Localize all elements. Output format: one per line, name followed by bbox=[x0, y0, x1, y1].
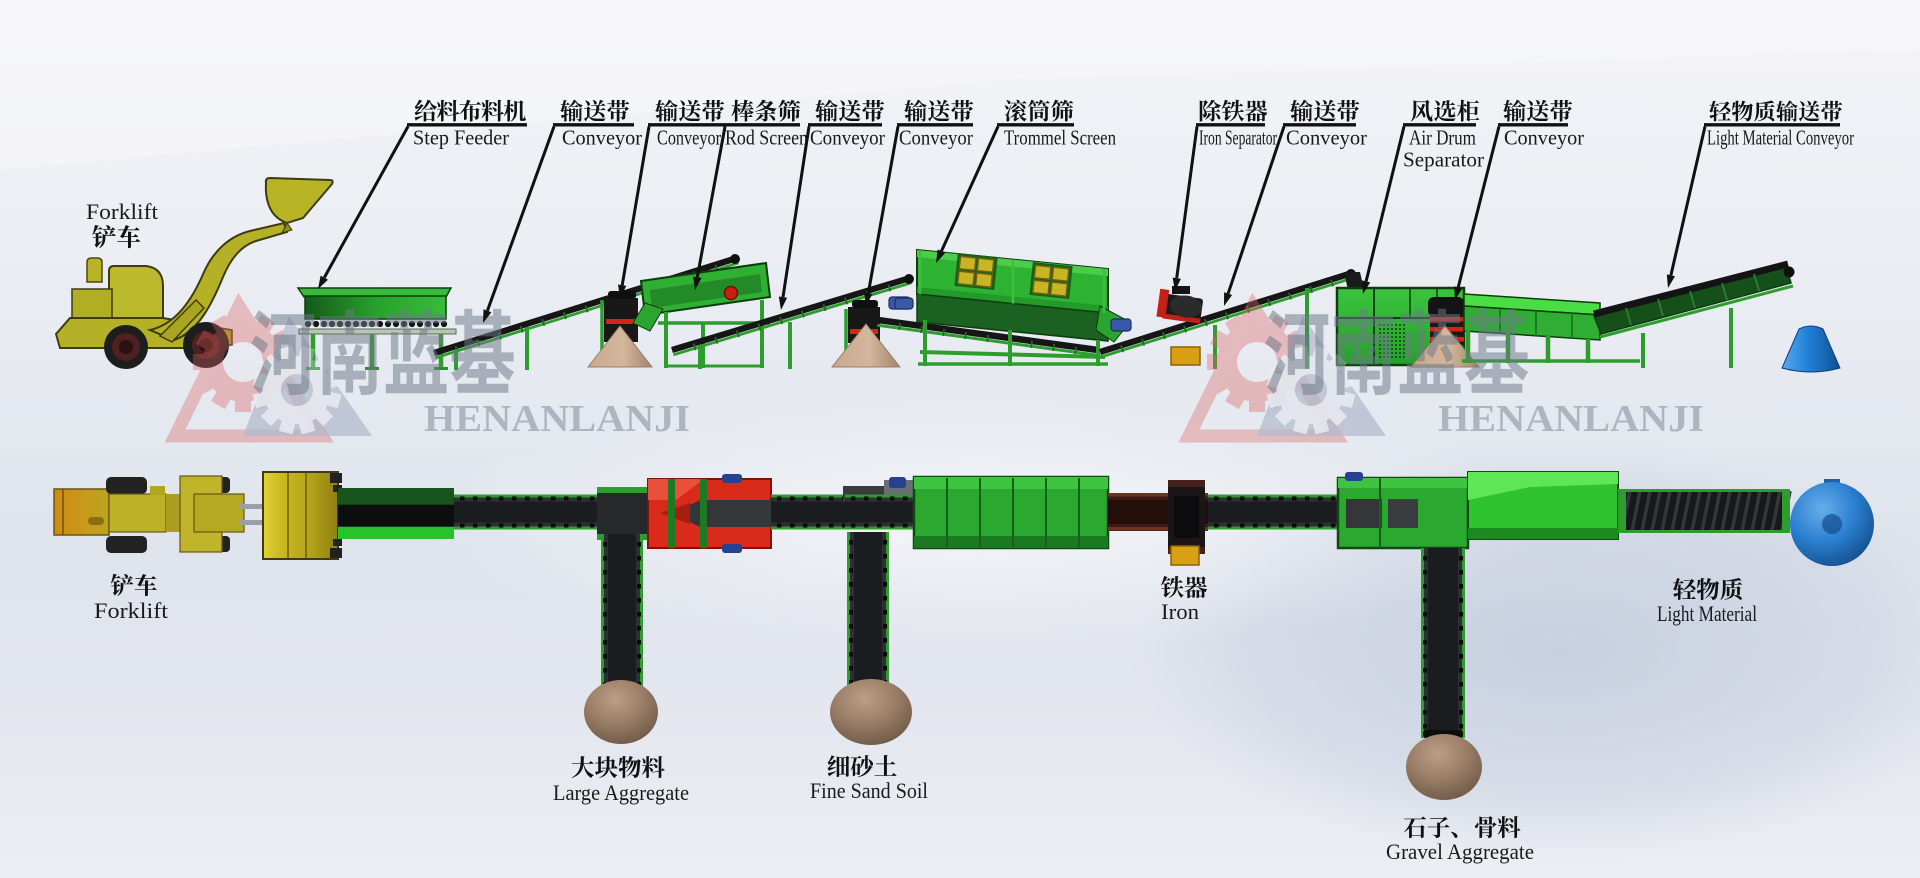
svg-text:Conveyor: Conveyor bbox=[657, 126, 721, 150]
svg-text:Conveyor: Conveyor bbox=[810, 126, 885, 150]
svg-text:Conveyor: Conveyor bbox=[562, 126, 642, 150]
svg-text:Forklift: Forklift bbox=[94, 598, 168, 623]
svg-text:Conveyor: Conveyor bbox=[1504, 126, 1584, 150]
svg-text:Separator: Separator bbox=[1403, 148, 1484, 172]
svg-text:Conveyor: Conveyor bbox=[1286, 126, 1367, 150]
svg-text:Conveyor: Conveyor bbox=[899, 126, 973, 150]
svg-text:Large Aggregate: Large Aggregate bbox=[553, 780, 689, 805]
svg-text:Light Material: Light Material bbox=[1657, 601, 1757, 626]
svg-text:Light Material Conveyor: Light Material Conveyor bbox=[1707, 126, 1854, 150]
svg-text:Air Drum: Air Drum bbox=[1409, 126, 1476, 150]
svg-text:Gravel Aggregate: Gravel Aggregate bbox=[1386, 839, 1534, 864]
svg-text:Rod Screen: Rod Screen bbox=[725, 126, 808, 150]
svg-text:HENANLANJI: HENANLANJI bbox=[1438, 398, 1704, 440]
svg-text:HENANLANJI: HENANLANJI bbox=[424, 398, 690, 440]
svg-text:Forklift: Forklift bbox=[86, 199, 158, 224]
svg-text:Fine Sand Soil: Fine Sand Soil bbox=[810, 778, 928, 803]
svg-text:Step Feeder: Step Feeder bbox=[413, 126, 509, 150]
svg-text:Iron: Iron bbox=[1161, 599, 1199, 624]
svg-text:Iron Separator: Iron Separator bbox=[1199, 126, 1277, 150]
svg-text:Trommel Screen: Trommel Screen bbox=[1004, 126, 1116, 150]
